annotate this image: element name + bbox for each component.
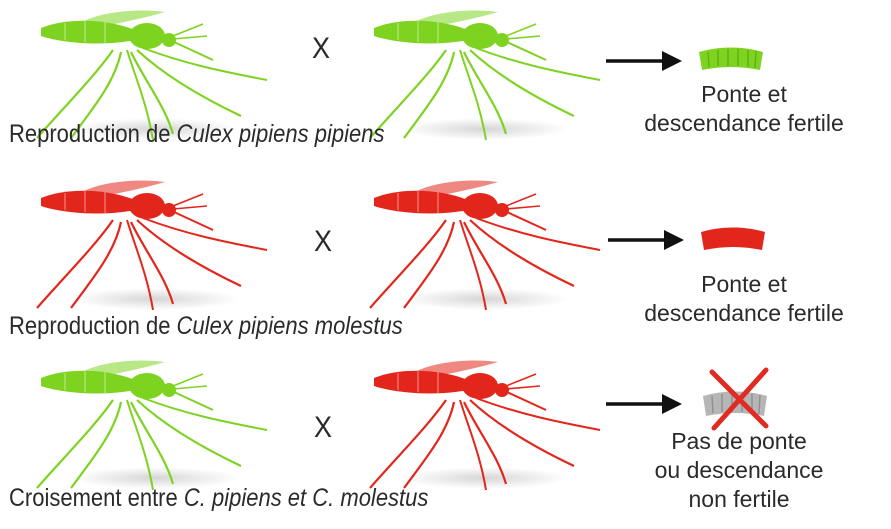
red-mosquito-icon <box>368 176 608 316</box>
cross-symbol: X <box>314 227 332 257</box>
arrow-right-icon <box>608 228 688 252</box>
caption-prefix: Reproduction de <box>9 312 177 340</box>
result-line-1: Ponte et <box>609 270 879 299</box>
result-row-2: Ponte et descendance fertile <box>609 270 879 328</box>
green-mosquito-icon <box>368 6 608 146</box>
species-name: Culex pipiens molestus <box>177 312 403 340</box>
caption-row-3: Croisement entre C. pipiens et C. molest… <box>9 484 428 513</box>
species-name: Culex pipiens pipiens <box>177 120 385 148</box>
caption-prefix: Croisement entre <box>9 484 184 512</box>
result-line-1: Ponte et <box>609 80 879 109</box>
red-x-icon <box>706 366 772 432</box>
green-mosquito-icon <box>35 356 275 496</box>
cross-symbol: X <box>312 34 330 64</box>
result-line-1: Pas de ponte <box>609 427 869 456</box>
arrow-right-icon <box>606 49 686 73</box>
result-row-3: Pas de ponte ou descendance non fertile <box>609 427 869 514</box>
result-line-2: descendance fertile <box>609 299 879 328</box>
cross-symbol: X <box>314 413 332 443</box>
green-egg-raft-icon <box>696 46 766 74</box>
red-egg-raft-icon <box>698 226 768 254</box>
caption-row-2: Reproduction de Culex pipiens molestus <box>9 312 403 341</box>
species-name: C. pipiens et C. molestus <box>184 484 429 512</box>
arrow-right-icon <box>606 392 686 416</box>
result-line-2: descendance fertile <box>609 109 879 138</box>
caption-row-1: Reproduction de Culex pipiens pipiens <box>9 120 384 149</box>
red-mosquito-icon <box>368 356 608 496</box>
result-line-3: non fertile <box>609 485 869 514</box>
result-row-1: Ponte et descendance fertile <box>609 80 879 138</box>
red-mosquito-icon <box>35 176 275 316</box>
result-line-2: ou descendance <box>609 456 869 485</box>
caption-prefix: Reproduction de <box>9 120 177 148</box>
